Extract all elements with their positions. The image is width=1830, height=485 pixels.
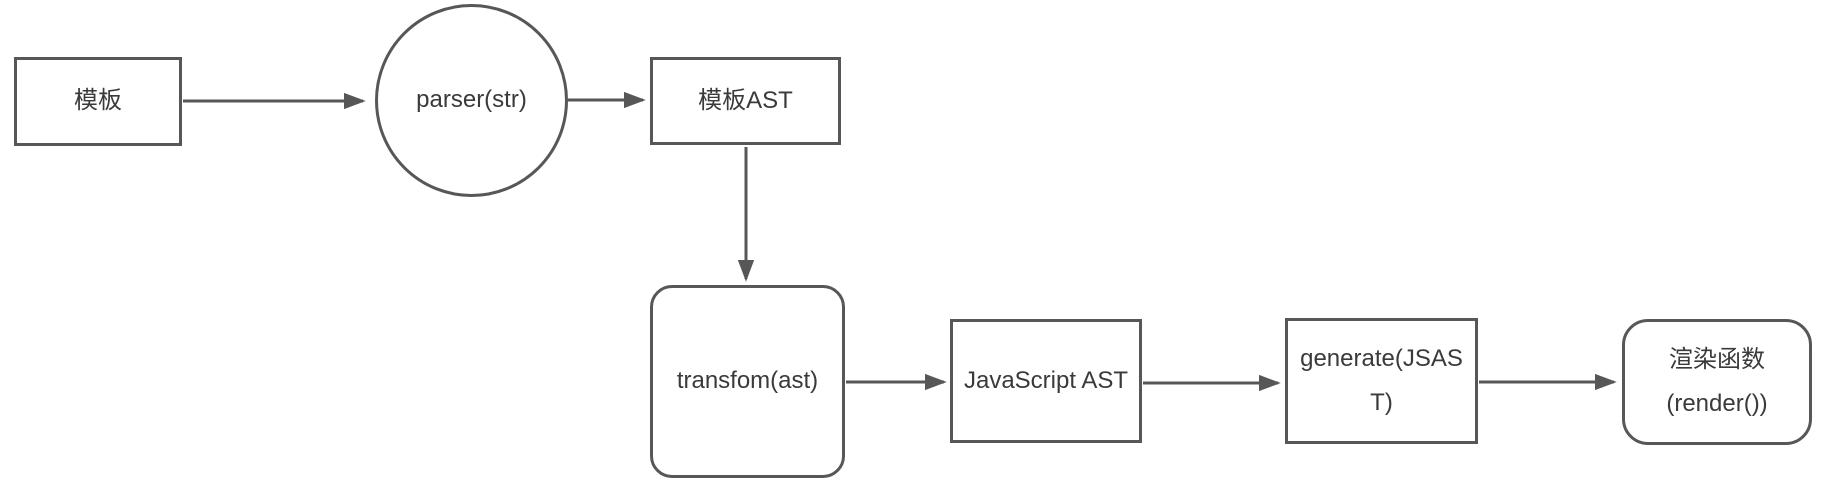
node-javascript-ast: JavaScript AST: [950, 319, 1142, 443]
node-render-function: 渲染函数 (render()): [1622, 319, 1812, 445]
node-parser-label: parser(str): [416, 86, 527, 114]
node-generate-label-line2: T): [1370, 388, 1393, 416]
node-render-function-label-line1: 渲染函数: [1669, 346, 1765, 374]
node-template-label: 模板: [74, 87, 122, 115]
node-render-function-label-line2: (render()): [1666, 389, 1768, 417]
node-transform-label: transfom(ast): [676, 367, 819, 395]
node-parser: parser(str): [375, 4, 568, 197]
node-template-ast-label: 模板AST: [698, 86, 793, 114]
node-generate: generate(JSAS T): [1285, 318, 1478, 444]
node-generate-label-line1: generate(JSAS: [1300, 345, 1463, 373]
node-template-ast: 模板AST: [650, 57, 841, 145]
node-javascript-ast-label: JavaScript AST: [963, 366, 1129, 394]
node-template: 模板: [14, 57, 182, 146]
node-transform: transfom(ast): [650, 285, 845, 478]
